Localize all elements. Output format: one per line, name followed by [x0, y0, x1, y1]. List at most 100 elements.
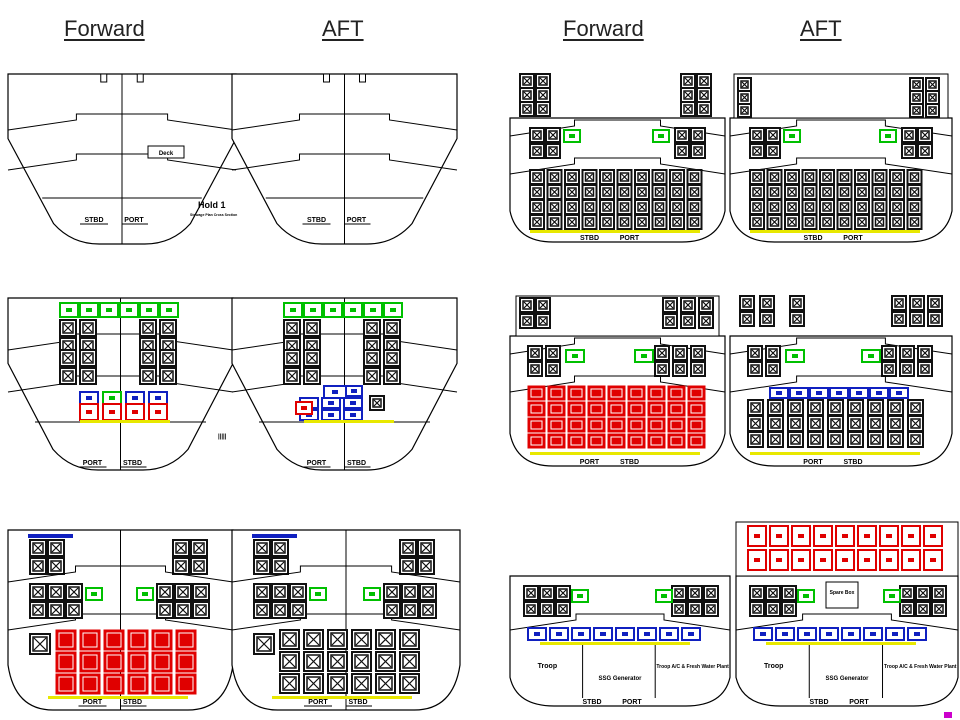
container-inner [402, 542, 414, 554]
flat-rack-dot [885, 134, 891, 138]
container-box [871, 184, 888, 200]
open-top [889, 387, 909, 399]
container-inner [830, 434, 841, 445]
container-box [847, 415, 864, 432]
container-inner [256, 636, 272, 652]
container-inner [790, 402, 801, 413]
spare-box [825, 581, 859, 609]
container-cross [51, 561, 61, 571]
container-inner [619, 172, 630, 182]
refrigerated-unit [667, 401, 686, 417]
container-inner [538, 90, 548, 100]
container-box [739, 295, 755, 311]
refrigerated-inner [650, 420, 663, 430]
open-top-dot [350, 401, 356, 405]
container-cross [903, 349, 911, 357]
container-box [669, 169, 685, 185]
container-cross [403, 543, 413, 553]
container-cross [751, 349, 759, 357]
refrigerated-inner [590, 420, 603, 430]
container-inner [742, 298, 752, 308]
container-inner [787, 172, 797, 182]
side-marker: PORT [580, 459, 600, 466]
container-box [283, 349, 301, 367]
container-box [925, 77, 940, 92]
container-cross [387, 341, 397, 351]
refrigerated-box [102, 403, 122, 421]
container-cross [903, 589, 911, 597]
container-inner [674, 604, 684, 614]
refrigerated-box [879, 525, 899, 547]
container-cross [876, 218, 883, 226]
container-box [545, 127, 561, 143]
container-cross [559, 605, 567, 613]
container-box [925, 90, 940, 105]
container-cross [769, 131, 777, 139]
container-inner [62, 370, 74, 382]
side-marker: STBD [582, 699, 601, 706]
container-cross [841, 203, 848, 211]
container-box [680, 297, 696, 313]
container-inner [839, 217, 850, 227]
container-inner [683, 316, 693, 326]
open-top [343, 409, 363, 421]
container-cross [387, 371, 397, 381]
container-cross [160, 587, 170, 597]
container-cross [287, 371, 297, 381]
container-inner [768, 364, 778, 374]
container-cross [811, 403, 820, 412]
container-cross [33, 561, 43, 571]
container-inner [930, 298, 940, 308]
open-top-dot [688, 632, 694, 636]
container-box [680, 101, 696, 117]
container-cross [858, 188, 866, 196]
refrigerated-box-dot [754, 558, 760, 562]
open-top [527, 627, 547, 641]
container-cross [691, 203, 698, 211]
container-cross [913, 81, 920, 88]
container-box [47, 583, 65, 601]
container-cross [851, 403, 860, 412]
refrigerated-unit [587, 417, 606, 433]
container-cross [656, 173, 663, 181]
container-cross [929, 107, 936, 114]
container-cross [523, 91, 531, 99]
container-cross [638, 188, 646, 196]
container-inner [706, 604, 716, 614]
deck-line [509, 157, 726, 175]
refrigerated-inner [130, 676, 146, 692]
container-inner [792, 298, 802, 308]
container-box [696, 73, 712, 89]
open-top-dot [848, 632, 854, 636]
container-cross [83, 353, 93, 363]
container-inner [683, 76, 693, 86]
container-box [599, 169, 615, 185]
container-inner [32, 586, 44, 598]
refrigerated-box [835, 525, 855, 547]
container-box [759, 295, 775, 311]
container-inner [306, 676, 321, 691]
container-cross [387, 323, 397, 333]
container-cross [673, 188, 681, 196]
side-marker: STBD [809, 699, 828, 706]
container-cross [891, 403, 900, 412]
container-box [749, 199, 765, 215]
container-cross [700, 105, 708, 113]
open-top [593, 627, 613, 641]
refrigerated-inner [570, 388, 583, 398]
open-top [849, 387, 869, 399]
container-box [836, 199, 853, 215]
container-cross [753, 188, 761, 196]
container-cross [527, 605, 535, 613]
container-inner [902, 588, 912, 598]
container-cross [891, 419, 900, 428]
container-box [801, 199, 818, 215]
container-cross [935, 589, 943, 597]
container-cross [753, 131, 761, 139]
open-top-dot [804, 632, 810, 636]
container-box [527, 345, 543, 361]
refrigerated-inner [154, 632, 170, 648]
refrigerated-unit [103, 651, 125, 673]
refrigerated-inner [154, 654, 170, 670]
